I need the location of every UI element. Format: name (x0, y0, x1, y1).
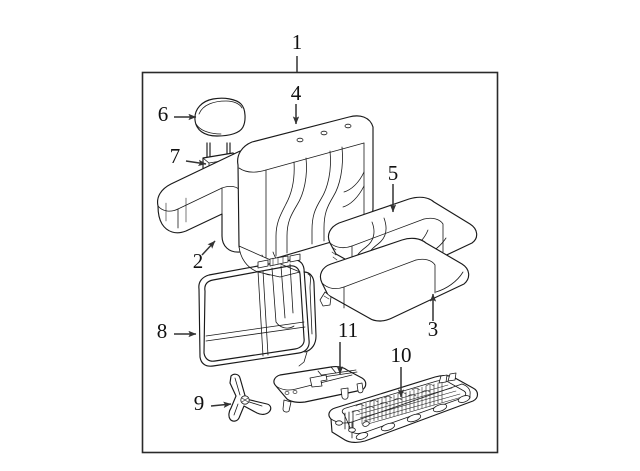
callout-number-9: 9 (194, 391, 205, 415)
part-latch-striker-hook (228, 373, 272, 422)
callout-number-1: 1 (292, 30, 303, 54)
callout-number-10: 10 (391, 343, 412, 367)
callout-number-4: 4 (291, 81, 302, 105)
part-lower-cushion-base (319, 237, 470, 322)
leader-2 (201, 240, 216, 256)
part-cushion-spring-frame (328, 372, 479, 443)
leader-7 (185, 159, 207, 167)
diagram-frame (141, 71, 499, 454)
part-seat-back-frame (198, 253, 317, 367)
callout-number-3: 3 (428, 317, 439, 341)
callout-number-6: 6 (158, 102, 169, 126)
callout-number-8: 8 (157, 319, 168, 343)
callout-number-11: 11 (338, 318, 358, 342)
callout-number-2: 2 (193, 249, 204, 273)
callout-number-7: 7 (170, 144, 181, 168)
callout-number-5: 5 (388, 161, 399, 185)
leader-9 (210, 401, 232, 408)
part-head-restraint-pad (194, 97, 246, 137)
part-seat-riser-bracket (273, 366, 367, 413)
